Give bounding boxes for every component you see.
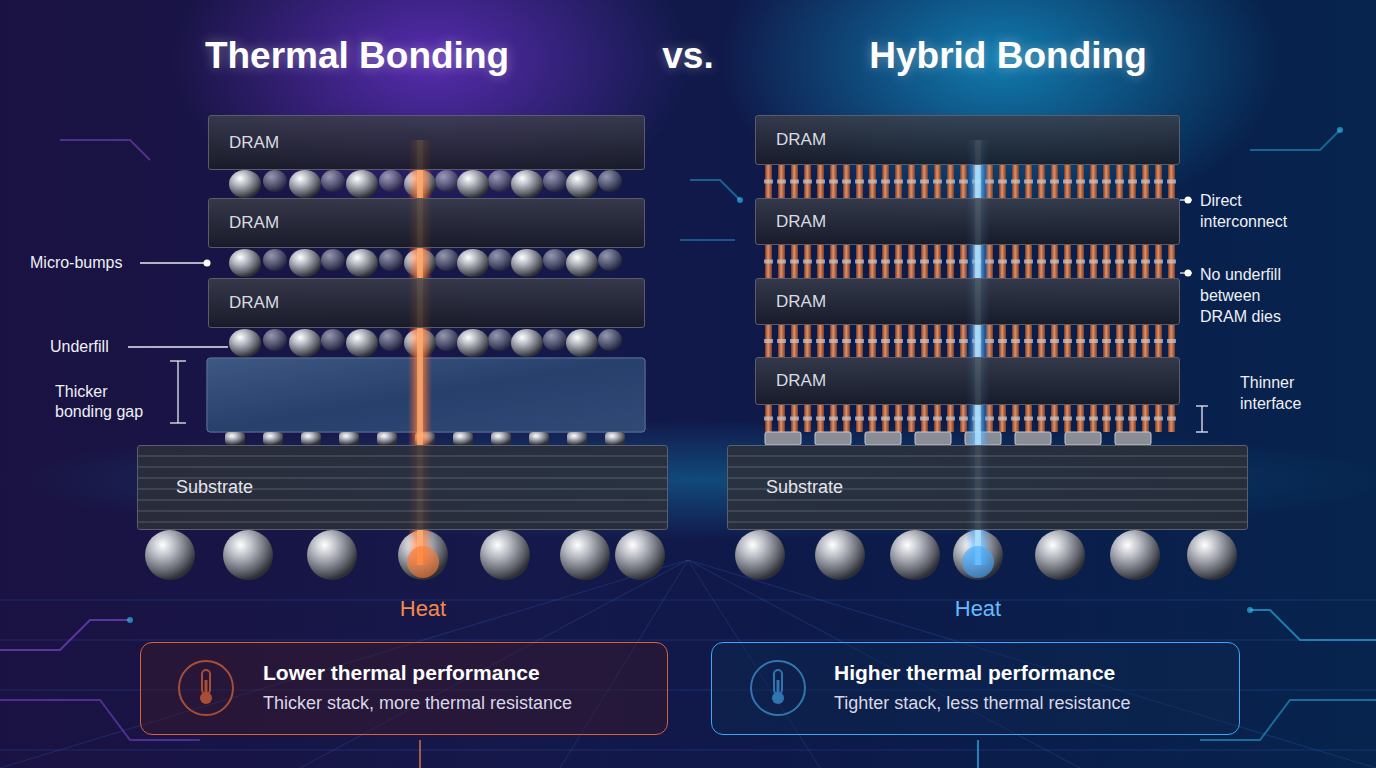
- panel-body: Tighter stack, less thermal resistance: [834, 693, 1221, 714]
- die-label: DRAM: [776, 292, 826, 312]
- substrate-label: Substrate: [766, 477, 843, 498]
- dram-die: DRAM: [755, 198, 1180, 245]
- callout-label: Micro-bumps: [30, 253, 138, 272]
- substrate-label: Substrate: [176, 477, 253, 498]
- die-label: DRAM: [229, 213, 279, 233]
- panel-body: Thicker stack, more thermal resistance: [263, 693, 649, 714]
- dram-die: DRAM: [755, 115, 1180, 165]
- die-label: DRAM: [229, 133, 279, 153]
- summary-panel: Higher thermal performanceTighter stack,…: [711, 642, 1240, 735]
- substrate: Substrate: [727, 445, 1248, 530]
- section-title: Thermal Bonding: [107, 34, 607, 78]
- panel-heading: Lower thermal performance: [263, 661, 649, 685]
- callout-label: Direct interconnect: [1200, 190, 1310, 232]
- substrate: Substrate: [137, 445, 668, 530]
- heat-label: Heat: [363, 596, 483, 622]
- section-title: Hybrid Bonding: [758, 34, 1258, 78]
- callout-label: Thicker bonding gap: [55, 382, 165, 422]
- die-label: DRAM: [776, 371, 826, 391]
- die-label: DRAM: [776, 212, 826, 232]
- heat-label: Heat: [918, 596, 1038, 622]
- callout-label: Thinner interface: [1240, 372, 1340, 414]
- panel-heading: Higher thermal performance: [834, 661, 1221, 685]
- callout-label: No underfill between DRAM dies: [1200, 264, 1300, 327]
- dram-die: DRAM: [208, 115, 645, 170]
- dram-die: DRAM: [208, 278, 645, 328]
- die-label: DRAM: [776, 130, 826, 150]
- summary-panel: Lower thermal performanceThicker stack, …: [140, 642, 668, 735]
- die-label: DRAM: [229, 293, 279, 313]
- dram-die: DRAM: [208, 198, 645, 248]
- callout-label: Underfill: [50, 337, 126, 356]
- versus-text: vs.: [638, 34, 738, 78]
- dram-die: DRAM: [755, 278, 1180, 325]
- dram-die: DRAM: [755, 357, 1180, 405]
